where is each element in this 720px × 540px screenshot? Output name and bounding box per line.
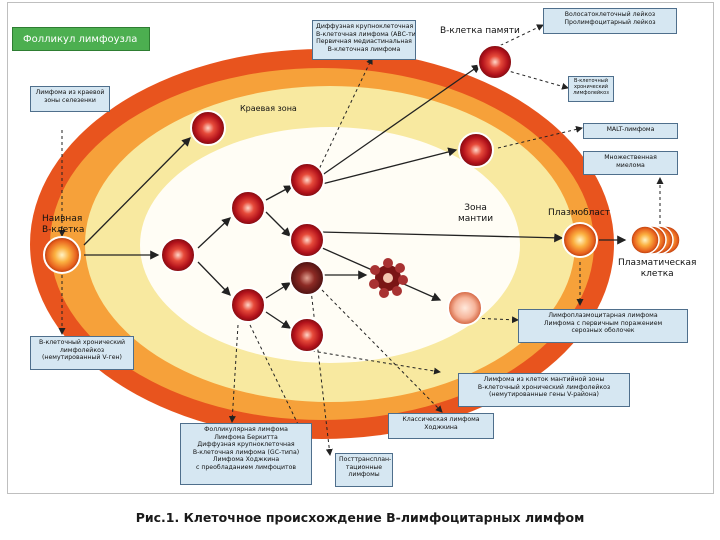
gc-cell-mid bbox=[289, 222, 325, 258]
gc-cell-bottom bbox=[289, 317, 325, 353]
title-box: Фолликул лимфоузла bbox=[12, 27, 150, 51]
gc-cell-top bbox=[289, 162, 325, 198]
plasma-cell-label: Плазматическая клетка bbox=[618, 258, 697, 279]
naive-b-cell bbox=[43, 236, 81, 274]
marginal-zone-label: Краевая зона bbox=[240, 104, 297, 113]
memory-b-cell bbox=[477, 44, 513, 80]
dashed-arrows bbox=[58, 24, 664, 456]
naive-b-cell-label: Наивная В-клетка bbox=[42, 214, 85, 235]
gc-cell-dark bbox=[289, 260, 325, 296]
mantle-zone-label: Зона мантии bbox=[458, 203, 494, 224]
founder-cell bbox=[160, 237, 196, 273]
cells bbox=[43, 44, 681, 353]
plasma-cell-1 bbox=[630, 225, 660, 255]
box-post-transplant: Посттрансплан-тационные лимфомы bbox=[335, 453, 393, 487]
marginal-zone-cell bbox=[190, 110, 226, 146]
reed-sternberg-cell bbox=[369, 258, 408, 298]
gc-cell-upper bbox=[230, 190, 266, 226]
figure-frame bbox=[7, 2, 714, 494]
plasmablast-label: Плазмобласт bbox=[548, 208, 611, 218]
box-malt: MALT-лимфома bbox=[583, 123, 678, 139]
gc-cell-lower bbox=[230, 287, 266, 323]
memory-b-cell-label: В-клетка памяти bbox=[440, 26, 520, 36]
mantle-cell bbox=[447, 290, 483, 326]
marginal-cell-right bbox=[458, 132, 494, 168]
solid-arrows bbox=[83, 64, 627, 329]
figure-caption: Рис.1. Клеточное происхождение В-лимфоци… bbox=[135, 510, 585, 525]
plasmablast-cell bbox=[562, 222, 598, 258]
